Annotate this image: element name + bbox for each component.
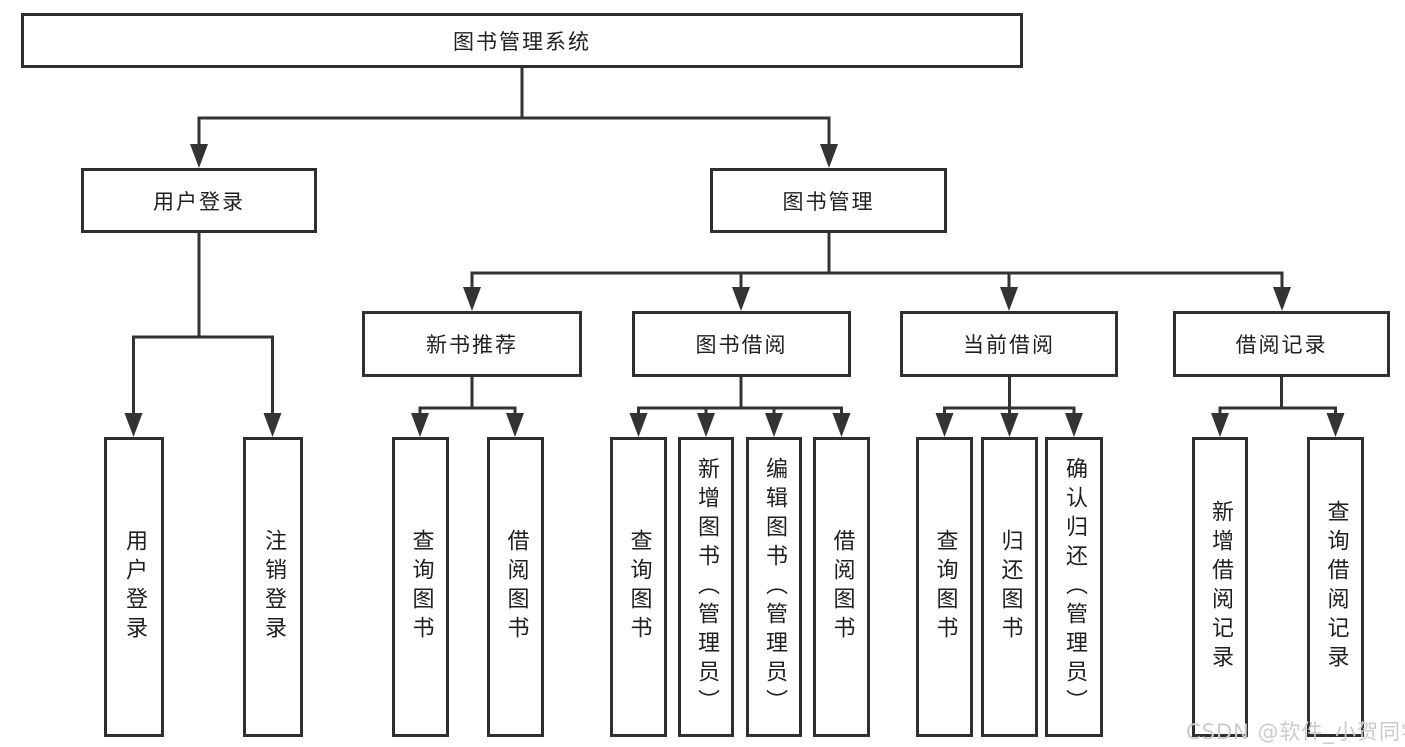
leaf-user-login-label: 用户登录 — [122, 529, 147, 645]
leaf-query-books-recommendation: 查询图书 — [392, 437, 449, 737]
leaf-query-books-current-label: 查询图书 — [932, 529, 958, 645]
leaf-logout: 注销登录 — [243, 437, 303, 737]
node-new-book-recommendation: 新书推荐 — [362, 311, 582, 377]
node-user-login-label: 用户登录 — [153, 189, 245, 214]
leaf-edit-books-admin: 编辑图书（管理员） — [746, 437, 802, 737]
node-user-login: 用户登录 — [81, 168, 317, 233]
node-current-borrow: 当前借阅 — [900, 311, 1118, 377]
leaf-borrow-books-label: 借阅图书 — [829, 529, 855, 645]
leaf-add-books-admin-label: 新增图书（管理员） — [694, 456, 719, 718]
node-new-book-recommendation-label: 新书推荐 — [426, 333, 518, 357]
node-book-management-label: 图书管理 — [782, 189, 875, 214]
leaf-return-books-label: 归还图书 — [997, 529, 1023, 645]
leaf-user-login: 用户登录 — [104, 437, 164, 737]
leaf-confirm-return-admin-label: 确认归还（管理员） — [1062, 456, 1087, 718]
leaf-edit-books-admin-label: 编辑图书（管理员） — [762, 456, 787, 718]
leaf-query-books-borrowing: 查询图书 — [610, 437, 667, 737]
node-borrow-records: 借阅记录 — [1173, 311, 1390, 377]
leaf-borrow-books-recommendation-label: 借阅图书 — [503, 529, 529, 645]
leaf-query-books-recommendation-label: 查询图书 — [408, 529, 434, 645]
leaf-return-books: 归还图书 — [981, 437, 1038, 737]
leaf-add-borrow-record: 新增借阅记录 — [1192, 437, 1248, 737]
leaf-query-books-borrowing-label: 查询图书 — [626, 529, 652, 645]
arrowheads — [124, 144, 1345, 437]
node-book-borrowing: 图书借阅 — [632, 311, 851, 377]
leaf-add-borrow-record-label: 新增借阅记录 — [1208, 500, 1233, 674]
leaf-query-books-current: 查询图书 — [916, 437, 973, 737]
leaf-borrow-books-recommendation: 借阅图书 — [487, 437, 544, 737]
leaf-borrow-books: 借阅图书 — [813, 437, 870, 737]
leaf-query-borrow-record: 查询借阅记录 — [1307, 437, 1364, 737]
leaf-logout-label: 注销登录 — [261, 529, 286, 645]
node-book-management: 图书管理 — [710, 168, 947, 233]
node-current-borrow-label: 当前借阅 — [963, 333, 1055, 357]
node-book-borrowing-label: 图书借阅 — [695, 333, 788, 357]
leaf-query-borrow-record-label: 查询借阅记录 — [1323, 500, 1349, 674]
node-root-label: 图书管理系统 — [453, 29, 591, 54]
leaf-confirm-return-admin: 确认归还（管理员） — [1045, 437, 1103, 737]
node-borrow-records-label: 借阅记录 — [1235, 333, 1328, 357]
node-root: 图书管理系统 — [21, 13, 1023, 68]
leaf-add-books-admin: 新增图书（管理员） — [678, 437, 734, 737]
csdn-watermark: CSDN @软件_小贺同学 — [1186, 720, 1405, 744]
